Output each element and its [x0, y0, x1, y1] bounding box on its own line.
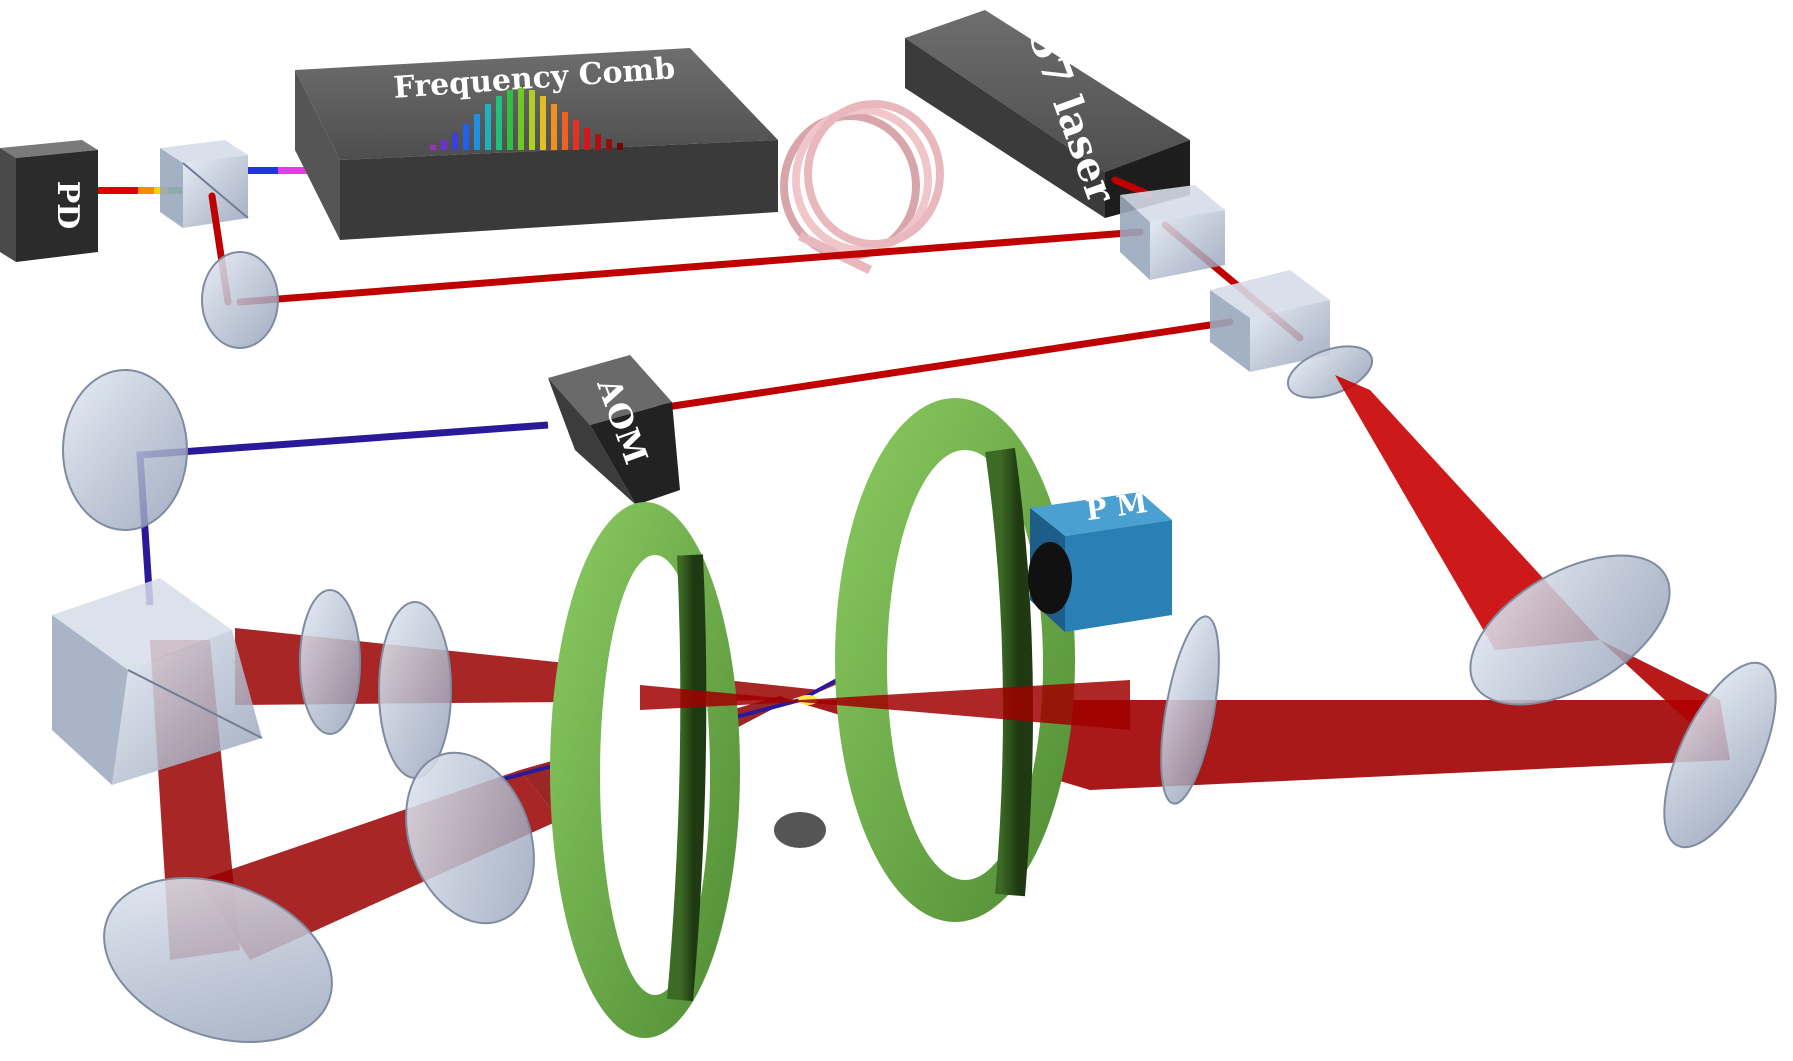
- comb-blue-beam: [248, 167, 278, 174]
- beam-splitter-laser-2: [1210, 270, 1330, 372]
- mirror-left: [62, 369, 188, 531]
- lens-bottom-3: [405, 751, 535, 925]
- lens-right: [1160, 615, 1220, 805]
- lens-bottom-1: [299, 589, 361, 735]
- lens-right-large: [1469, 554, 1671, 706]
- power-meter-box: P M: [1028, 486, 1172, 632]
- beam-splitter-laser-1: [1120, 185, 1225, 280]
- detector-disk: [774, 812, 826, 848]
- beam-splitter-bottom-left: [52, 578, 263, 785]
- laser-box: 1557 laser: [905, 0, 1190, 218]
- top-red-beams: [208, 176, 1304, 412]
- lens-bottom-2: [378, 601, 452, 779]
- aom-box: AOM: [548, 355, 680, 505]
- beam-splitter-top-left: [160, 140, 249, 228]
- frequency-comb-box: Frequency Comb: [295, 48, 778, 240]
- ring-electrode-left: [550, 502, 740, 1038]
- mirror-bottom-left: [103, 876, 333, 1044]
- ring-electrode-right: [835, 398, 1075, 922]
- beam-through-rings: [640, 680, 1130, 730]
- pd-label: PD: [50, 181, 85, 230]
- spectrum-bars-icon: [430, 88, 623, 150]
- photodetector-box: PD: [0, 140, 98, 262]
- mirror-top-left: [201, 251, 279, 349]
- comb-pink-beam: [278, 167, 308, 174]
- blue-beam-path: [136, 421, 549, 606]
- mirror-right: [1663, 661, 1777, 849]
- fiber-coil-icon: [780, 100, 944, 275]
- expanding-beam-right: [1335, 375, 1600, 650]
